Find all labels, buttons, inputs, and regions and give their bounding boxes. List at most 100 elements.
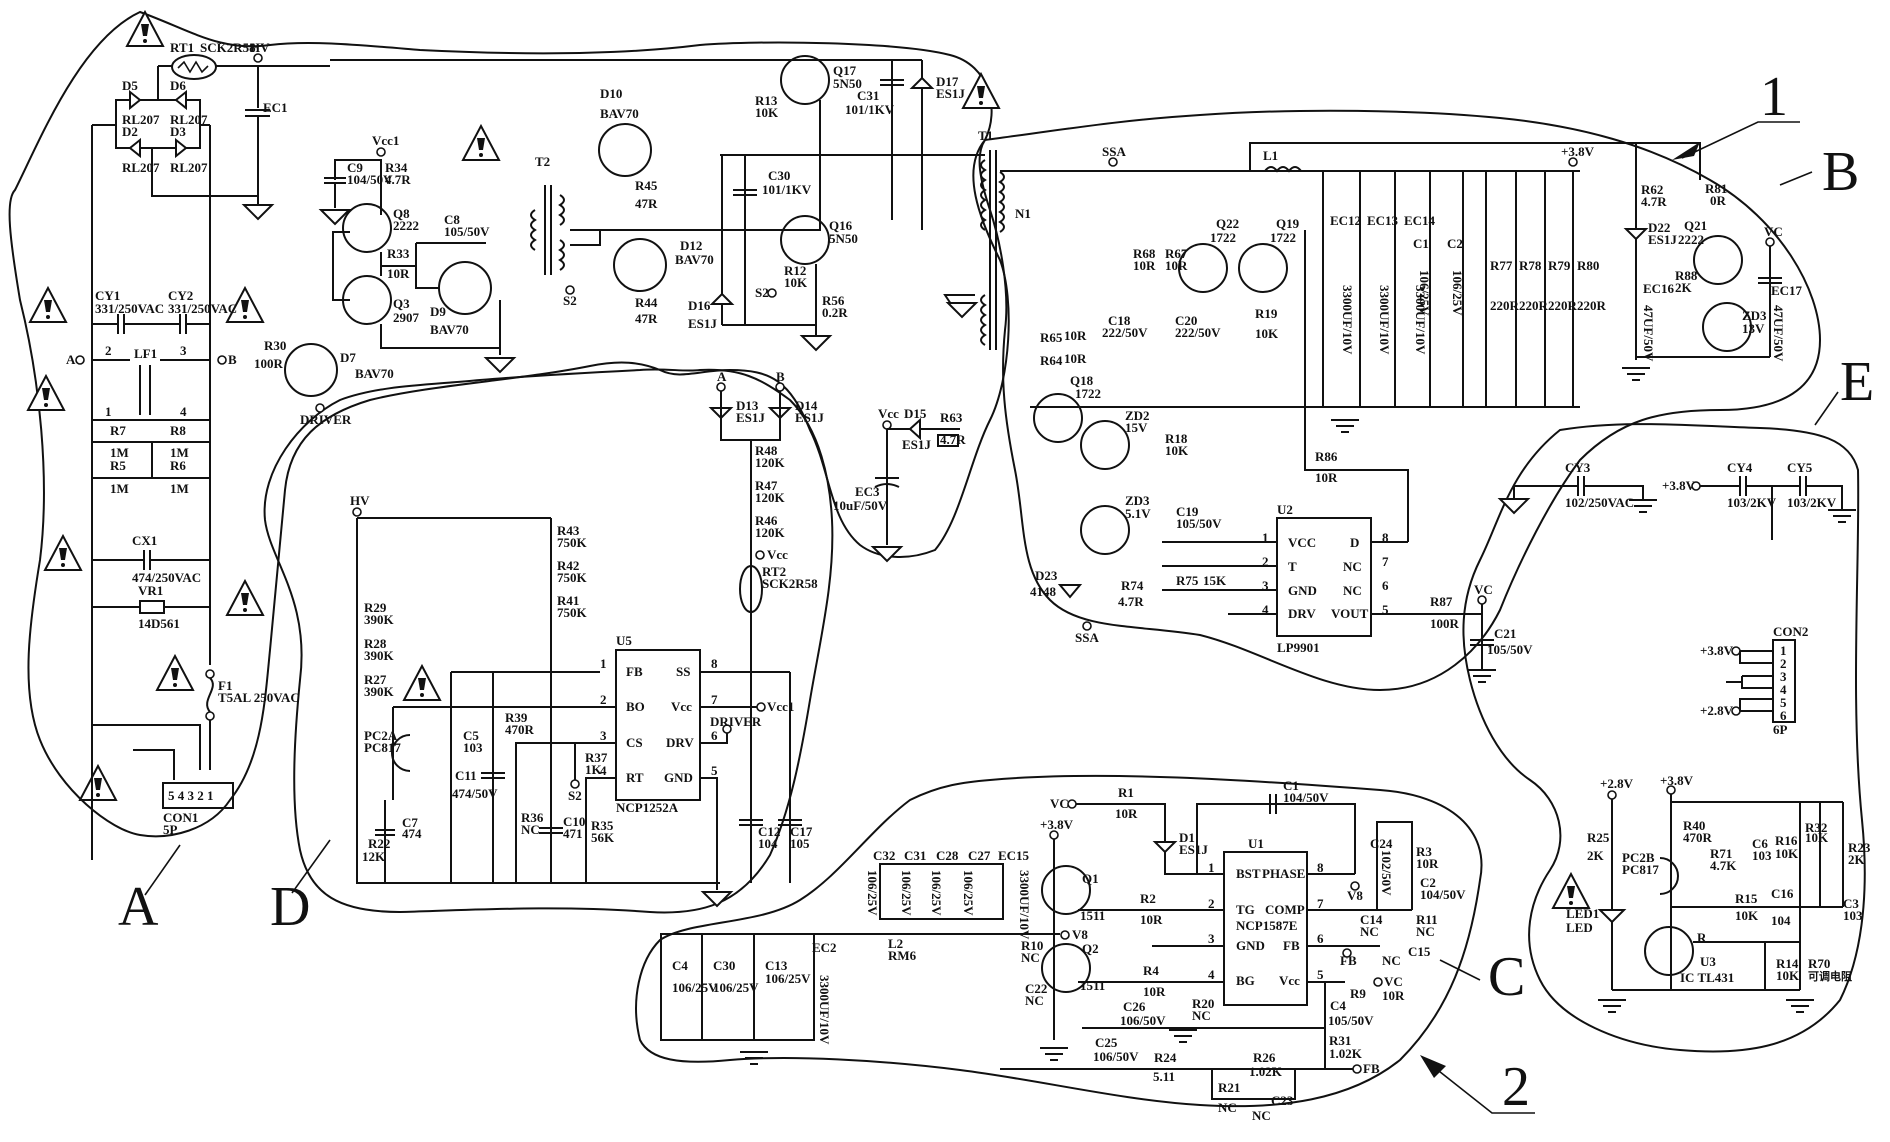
DRIVER-label: DRIVER xyxy=(300,412,352,427)
D9-value: BAV70 xyxy=(430,322,469,337)
R86-ref: R86 xyxy=(1315,449,1338,464)
mosfet-Q16 xyxy=(780,215,830,265)
R13-ref: R13 xyxy=(755,93,778,108)
R10-value: NC xyxy=(1021,950,1040,965)
R75-value: 15K xyxy=(1203,573,1227,588)
D9-ref: D9 xyxy=(430,304,446,319)
D14-value: ES1J xyxy=(795,410,824,425)
C3-value: 103 xyxy=(1843,908,1863,923)
D12-ref: D12 xyxy=(680,238,702,253)
con2-2v8-label: +2.8V xyxy=(1700,703,1734,718)
C27-value: 106/25V xyxy=(961,870,976,916)
ic-U5 xyxy=(615,649,701,801)
R11-value: NC xyxy=(1416,924,1435,939)
FB2-label: FB xyxy=(1363,1061,1380,1076)
C18-value: 222/50V xyxy=(1102,325,1148,340)
R35-ref: R35 xyxy=(591,818,614,833)
Q16-ref: Q16 xyxy=(829,218,853,233)
diode-D9 xyxy=(438,261,492,315)
EC3-ref: EC3 xyxy=(855,484,880,499)
C2-C-value: 104/50V xyxy=(1420,887,1466,902)
R88-ref: R88 xyxy=(1675,268,1698,283)
C13-ref: C13 xyxy=(765,958,788,973)
Q3-ref: Q3 xyxy=(393,296,410,311)
U2-pin1-name: VCC xyxy=(1288,535,1316,550)
callouts: A D B E C 1 2 xyxy=(118,66,1874,1118)
R41-value: 750K xyxy=(557,605,588,620)
R68-value: 10R xyxy=(1133,258,1156,273)
warning-icon xyxy=(1552,873,1590,909)
U1-pin1-name: BST xyxy=(1236,866,1261,881)
D12-value: BAV70 xyxy=(675,252,714,267)
R27-value: 390K xyxy=(364,684,395,699)
U1-pin6-num: 6 xyxy=(1317,931,1324,946)
R35-value: 56K xyxy=(591,830,615,845)
Q22-value: 1722 xyxy=(1210,230,1236,245)
U1-pin2-name: TG xyxy=(1236,902,1255,917)
R26-ref: R26 xyxy=(1253,1050,1276,1065)
R64-value: 10R xyxy=(1064,351,1087,366)
CY2-ref: CY2 xyxy=(168,288,193,303)
region-C-circuit: C4 106/25V C30 106/25V C13 106/25V EC2 3… xyxy=(660,778,1466,1123)
U2-pin3-num: 3 xyxy=(1262,578,1269,593)
R67-value: 10R xyxy=(1165,258,1188,273)
R31-ref: R31 xyxy=(1329,1033,1351,1048)
CY5-ref: CY5 xyxy=(1787,460,1813,475)
D22-ref: D22 xyxy=(1648,220,1670,235)
mosfet-Q2 xyxy=(1041,943,1091,993)
R20-value: NC xyxy=(1192,1008,1211,1023)
Q3-value: 2907 xyxy=(393,310,420,325)
warning-icon xyxy=(44,535,82,571)
R3-value: 10R xyxy=(1416,856,1439,871)
R26-value: 1.02K xyxy=(1249,1064,1283,1079)
CON2-pin-2: 2 xyxy=(1780,656,1787,671)
D6-value: RL207 xyxy=(170,112,208,127)
A-D-label: A xyxy=(717,369,727,384)
region-B-circuit: N1 SSA L1 +3.8V Q22 1722 Q19 1722 R68 10… xyxy=(998,142,1803,683)
CY1-value: 331/250VAC xyxy=(95,301,164,316)
R14-ref: R14 xyxy=(1776,956,1799,971)
U5-pin2-name: BO xyxy=(626,699,645,714)
R88-value: 2K xyxy=(1675,280,1693,295)
U2-pin5-num: 5 xyxy=(1382,602,1389,617)
R13-value: 10K xyxy=(755,105,779,120)
C27-ref: C27 xyxy=(968,848,991,863)
CY4-ref: CY4 xyxy=(1727,460,1753,475)
region-E-circuit: CY3 102/250VAC +3.8V CY4 103/2KV CY5 103… xyxy=(1499,460,1871,1013)
U5-pin6-name: DRV xyxy=(666,735,694,750)
CON2-ref: CON2 xyxy=(1773,624,1808,639)
optocoupler-PC2B xyxy=(1659,857,1679,895)
U2-ref: U2 xyxy=(1277,502,1293,517)
R5-ref: R5 xyxy=(110,458,126,473)
ic-U1 xyxy=(1223,851,1308,1006)
warning-icon xyxy=(29,287,67,323)
ic-U2 xyxy=(1276,517,1372,637)
R20-ref: R20 xyxy=(1192,996,1214,1011)
C20-value: 222/50V xyxy=(1175,325,1221,340)
R45-value: 47R xyxy=(635,196,658,211)
node-A-terminal xyxy=(75,355,85,365)
R32-ref: R32 xyxy=(1805,820,1827,835)
R62-ref: R62 xyxy=(1641,182,1663,197)
R56-ref: R56 xyxy=(822,293,845,308)
thermistor-RT2 xyxy=(739,565,763,613)
R11-ref: R11 xyxy=(1416,912,1438,927)
R79-ref: R79 xyxy=(1548,258,1571,273)
D10-ref: D10 xyxy=(600,86,622,101)
R15-value: 10K xyxy=(1735,908,1759,923)
zener-ZD3-13v xyxy=(1702,302,1752,352)
U1-ref: U1 xyxy=(1248,836,1264,851)
mosfet-Q19 xyxy=(1238,243,1288,293)
U5-pins: FB BO CS RT 1 2 3 4 SS Vcc DRV GND 8 7 6… xyxy=(600,656,718,785)
callout-D-label: D xyxy=(270,876,310,938)
U5-pin3-name: CS xyxy=(626,735,643,750)
transistor-Q21 xyxy=(1693,235,1743,285)
R27-ref: R27 xyxy=(364,672,387,687)
R5-value: 1M xyxy=(110,481,129,496)
C28-value: 106/25V xyxy=(929,870,944,916)
C11-value: 474/50V xyxy=(452,786,498,801)
C7-value: 474 xyxy=(402,826,422,841)
LF1-pin-4: 4 xyxy=(180,404,187,419)
L1-ref: L1 xyxy=(1263,148,1278,163)
